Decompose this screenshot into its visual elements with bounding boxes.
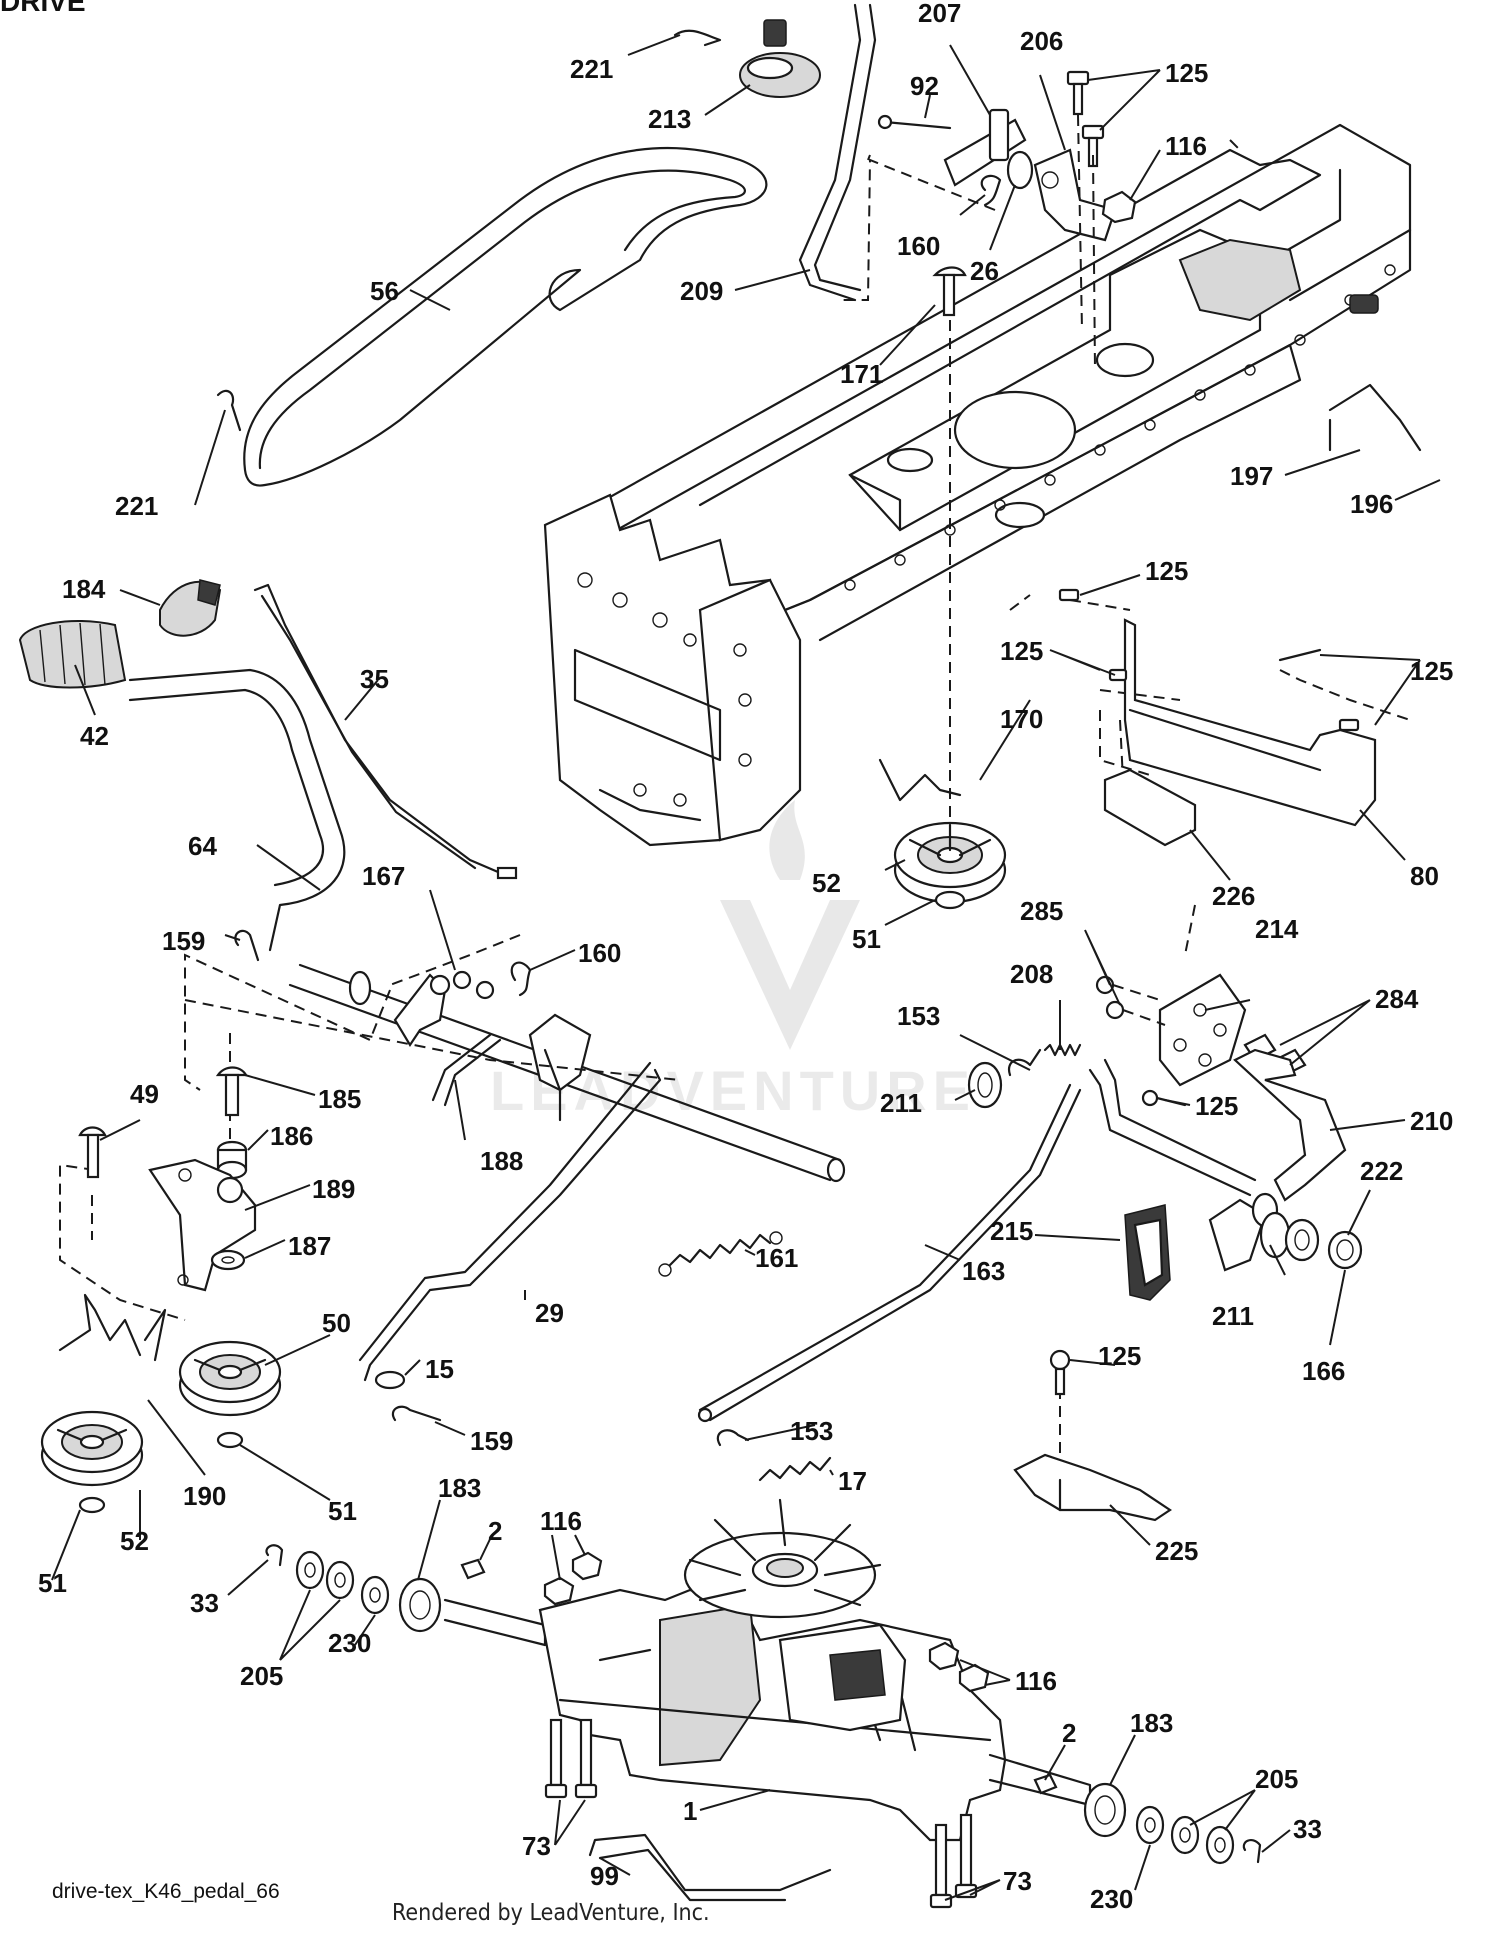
chassis-frame (543, 123, 1422, 847)
part-label-190: 190 (183, 1481, 226, 1511)
pedal-assembly (697, 973, 1363, 1522)
idler-assembly (40, 1061, 783, 1514)
part-label-215: 215 (990, 1216, 1033, 1246)
diagram-caption: drive-tex_K46_pedal_66 (52, 1880, 280, 1903)
part-label-161: 161 (755, 1243, 798, 1273)
part-label-209: 209 (680, 276, 723, 306)
part-label-205b: 205 (1255, 1764, 1298, 1794)
part-label-2b: 2 (1062, 1718, 1076, 1748)
part-label-226: 226 (1212, 881, 1255, 911)
pulley-upper (878, 758, 1007, 910)
part-label-33b: 33 (1293, 1814, 1322, 1844)
part-label-116c: 116 (1015, 1666, 1057, 1696)
part-label-183: 183 (438, 1473, 481, 1503)
upper-parts (18, 3, 1137, 880)
part-label-167: 167 (362, 861, 405, 891)
part-label-125f: 125 (1098, 1341, 1141, 1371)
part-label-42: 42 (80, 721, 109, 751)
part-label-205: 205 (240, 1661, 283, 1691)
part-label-116: 116 (1165, 131, 1207, 161)
part-label-186: 186 (270, 1121, 313, 1151)
part-label-207: 207 (918, 0, 961, 28)
part-label-230b: 230 (1090, 1884, 1133, 1914)
part-label-116b: 116 (540, 1506, 582, 1536)
part-label-166: 166 (1302, 1356, 1345, 1386)
drive-belt (243, 146, 768, 487)
part-label-51c: 51 (38, 1568, 67, 1598)
part-label-171: 171 (840, 359, 883, 389)
part-label-160: 160 (897, 231, 940, 261)
part-label-50: 50 (322, 1308, 351, 1338)
diagram-header: DRIVE (0, 0, 86, 17)
part-label-64: 64 (188, 831, 217, 861)
part-label-284: 284 (1375, 984, 1419, 1014)
part-label-183b: 183 (1130, 1708, 1173, 1738)
part-label-221b: 221 (115, 491, 158, 521)
part-label-125d: 125 (1410, 656, 1453, 686)
lift-shaft-assembly (128, 668, 846, 1183)
part-labels: 221 213 207 206 92 125 116 160 26 209 56… (38, 0, 1453, 1914)
part-label-125c: 125 (1000, 636, 1043, 666)
part-label-221: 221 (570, 54, 613, 84)
part-label-125: 125 (1165, 58, 1208, 88)
leader-lines (51, 34, 1441, 1901)
part-label-230: 230 (328, 1628, 371, 1658)
part-label-2: 2 (488, 1516, 502, 1546)
part-label-185: 185 (318, 1084, 361, 1114)
part-label-33: 33 (190, 1588, 219, 1618)
part-label-160b: 160 (578, 938, 621, 968)
part-label-1: 1 (683, 1796, 697, 1826)
part-label-52b: 52 (120, 1526, 149, 1556)
transaxle (265, 1498, 1262, 1909)
part-label-188: 188 (480, 1146, 523, 1176)
part-label-159b: 159 (470, 1426, 513, 1456)
part-label-80: 80 (1410, 861, 1439, 891)
part-label-214: 214 (1255, 914, 1299, 944)
part-label-125b: 125 (1145, 556, 1188, 586)
watermark-logo (720, 800, 860, 1050)
footer-credit: Rendered by LeadVenture, Inc. (392, 1900, 710, 1926)
part-label-17: 17 (838, 1466, 867, 1496)
part-label-211b: 211 (1212, 1301, 1254, 1331)
part-label-99: 99 (590, 1861, 619, 1891)
part-label-153: 153 (897, 1001, 940, 1031)
part-label-211: 211 (880, 1088, 922, 1118)
part-label-51: 51 (852, 924, 881, 954)
part-label-35: 35 (360, 664, 389, 694)
part-label-222: 222 (1360, 1156, 1403, 1186)
part-label-26: 26 (970, 256, 999, 286)
part-label-206: 206 (1020, 26, 1063, 56)
shield-bracket (1058, 588, 1377, 847)
part-label-52: 52 (812, 868, 841, 898)
part-label-163: 163 (962, 1256, 1005, 1286)
part-label-213: 213 (648, 104, 691, 134)
part-label-197: 197 (1230, 461, 1273, 491)
part-label-73: 73 (522, 1831, 551, 1861)
part-label-184: 184 (62, 574, 106, 604)
part-label-189: 189 (312, 1174, 355, 1204)
part-label-153b: 153 (790, 1416, 833, 1446)
part-label-56: 56 (370, 276, 399, 306)
part-label-15: 15 (425, 1354, 454, 1384)
part-label-73b: 73 (1003, 1866, 1032, 1896)
part-label-51b: 51 (328, 1496, 357, 1526)
part-label-49: 49 (130, 1079, 159, 1109)
part-label-170: 170 (1000, 704, 1043, 734)
part-label-196: 196 (1350, 489, 1393, 519)
part-label-210: 210 (1410, 1106, 1453, 1136)
part-label-159: 159 (162, 926, 205, 956)
part-label-285: 285 (1020, 896, 1063, 926)
part-label-125e: 125 (1195, 1091, 1238, 1121)
part-label-187: 187 (288, 1231, 331, 1261)
part-label-225: 225 (1155, 1536, 1198, 1566)
part-label-29: 29 (535, 1298, 564, 1328)
part-label-92: 92 (910, 71, 939, 101)
part-label-208: 208 (1010, 959, 1053, 989)
